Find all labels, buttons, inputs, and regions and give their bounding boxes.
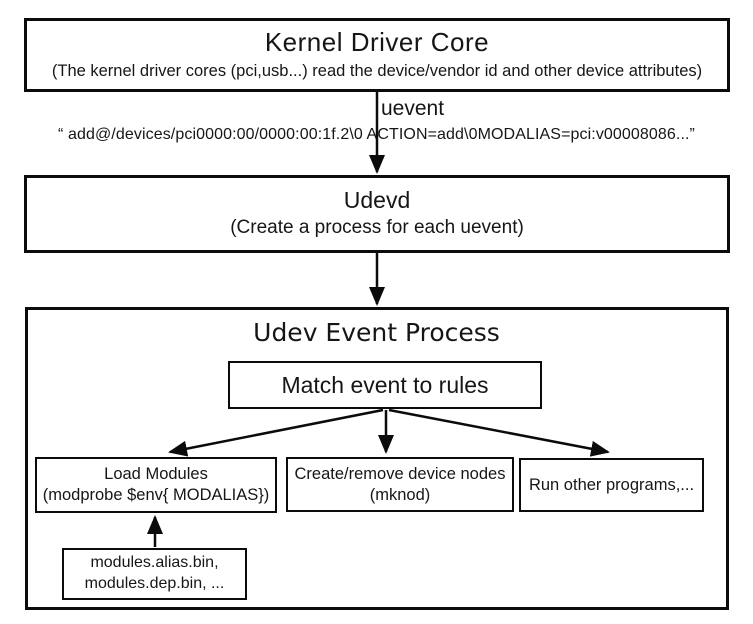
kernel-driver-core-box: Kernel Driver Core (The kernel driver co… — [24, 18, 730, 92]
udevd-title: Udevd — [343, 186, 411, 213]
kernel-driver-core-title: Kernel Driver Core — [264, 27, 490, 58]
run-other-programs-box: Run other programs,... — [519, 458, 704, 512]
match-event-to-rules-box: Match event to rules — [228, 361, 542, 409]
modules-files-box: modules.alias.bin, modules.dep.bin, ... — [62, 548, 247, 600]
device-nodes-line2: (mknod) — [369, 485, 431, 504]
match-event-to-rules-label: Match event to rules — [281, 371, 489, 398]
udevd-box: Udevd (Create a process for each uevent) — [24, 175, 730, 253]
uevent-message-string: “ add@/devices/pci0000:00/0000:00:1f.2\0… — [58, 126, 695, 143]
modules-files-line1: modules.alias.bin, — [90, 554, 219, 572]
load-modules-line2: (modprobe $env{ MODALIAS}) — [42, 486, 270, 504]
kernel-driver-core-subtitle: (The kernel driver cores (pci,usb...) re… — [51, 61, 703, 80]
modules-files-line2: modules.dep.bin, ... — [84, 575, 225, 592]
udevd-subtitle: (Create a process for each uevent) — [230, 217, 524, 239]
load-modules-box: Load Modules (modprobe $env{ MODALIAS}) — [35, 457, 277, 513]
udev-event-process-title: Udev Event Process — [253, 318, 500, 347]
device-nodes-line1: Create/remove device nodes — [294, 464, 506, 483]
run-other-programs-label: Run other programs,... — [528, 475, 695, 494]
uevent-label: uevent — [381, 97, 445, 120]
device-nodes-box: Create/remove device nodes (mknod) — [286, 457, 514, 512]
load-modules-line1: Load Modules — [104, 465, 208, 484]
